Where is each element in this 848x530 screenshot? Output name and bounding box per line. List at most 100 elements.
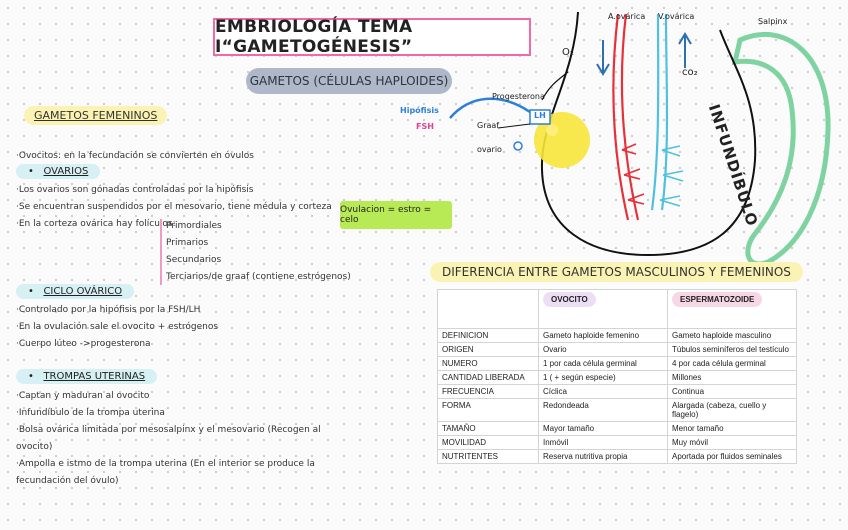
heading-ciclo-label: CICLO OVÁRICO — [43, 286, 123, 297]
espermatozoide-header: ESPERMATOZOIDE — [672, 292, 763, 307]
vein-line — [650, 13, 660, 211]
label-vena-ovarica: V.ovárica — [658, 12, 695, 21]
heading-ovarios: • OVARIOS — [16, 164, 101, 179]
label-co2: co₂ — [682, 67, 698, 78]
heading-ovarios-label: OVARIOS — [43, 166, 89, 177]
note-ovarios-2: ·Se encuentran suspendidos por el mesova… — [16, 202, 332, 212]
bullet-icon: • — [28, 371, 44, 382]
vein-line — [660, 13, 669, 211]
heading-gametos-femeninos: GAMETOS FEMENINOS — [24, 106, 168, 125]
table-cell: Mayor tamaño — [538, 421, 668, 436]
ovocito-header: OVOCITO — [543, 292, 596, 307]
table-cell: DEFINICION — [437, 328, 539, 343]
table-cell: ORIGEN — [437, 342, 539, 357]
bullet-icon: • — [28, 166, 44, 177]
note-trompas-3: ·Bolsa ovárica limitada por mesosalpinx … — [16, 425, 321, 435]
page-title: EMBRIOLOGÍA TEMA I“GAMETOGÉNESIS” — [213, 17, 531, 57]
subtitle-pill: GAMETOS (CÉLULAS HAPLOIDES) — [246, 68, 452, 94]
table-cell: Gameto haploide masculino — [667, 328, 797, 343]
table-cell: Túbulos seminíferos del testículo — [667, 342, 797, 357]
table-header-cell: OVOCITO — [538, 289, 668, 329]
table-cell: FRECUENCIA — [437, 384, 539, 399]
table-header-cell: ESPERMATOZOIDE — [667, 289, 797, 329]
heading-ciclo-ovarico: • CICLO OVÁRICO — [16, 284, 135, 299]
table-cell: Ovario — [538, 342, 668, 357]
arrow-down-icon — [596, 40, 610, 76]
table-cell: NUTRITENTES — [437, 449, 539, 464]
table-cell: Aportada por fluidos seminales — [667, 449, 797, 464]
note-trompas-1: ·Captan y maduran al ovocito — [16, 391, 150, 401]
artery-line — [612, 13, 630, 221]
table-header-cell — [437, 289, 539, 329]
label-ovario: ovario — [477, 145, 502, 154]
note-ciclo-2: ·En la ovulación sale el ovocito + estró… — [16, 322, 219, 332]
table-heading: DIFERENCIA ENTRE GAMETOS MASCULINOS Y FE… — [430, 262, 803, 282]
heading-trompas: • TROMPAS UTERINAS — [16, 369, 158, 384]
note-ovocitos: ·Ovocitos: en la fecundación se conviert… — [16, 151, 254, 161]
note-ciclo-1: ·Controlado por la hipófisis por la FSH/… — [16, 305, 201, 315]
foliculo-item: Terciarios/de graaf (contiene estrógenos… — [166, 272, 351, 282]
label-fsh: FSH — [416, 122, 434, 131]
lh-box — [529, 109, 551, 125]
table-cell: Inmóvil — [538, 435, 668, 450]
table-cell: Gameto haploide femenino — [538, 328, 668, 343]
bullet-icon: • — [28, 286, 44, 297]
ovary-diagram — [449, 11, 831, 267]
infundibulum-shape — [731, 32, 831, 267]
bracket-divider — [160, 219, 162, 285]
artery-branches — [621, 143, 645, 205]
follicle-oocyte — [546, 124, 558, 136]
table-cell: MOVILIDAD — [437, 435, 539, 450]
foliculo-item: Primordiales — [166, 221, 222, 231]
table-cell: Redondeada — [538, 398, 668, 422]
progesterona-line — [541, 71, 569, 101]
table-cell: 1 por cada célula germinal — [538, 356, 668, 371]
label-hipofisis: Hipófisis — [400, 106, 439, 115]
vein-branches — [659, 145, 684, 207]
table-cell: NUMERO — [437, 356, 539, 371]
table-cell: Muy móvil — [667, 435, 797, 450]
table-header-row: OVOCITO ESPERMATOZOIDE — [437, 289, 797, 329]
table-cell: Cíclica — [538, 384, 668, 399]
table-cell: Millones — [667, 370, 797, 385]
ovulation-note: Ovulacion = estro = celo — [340, 201, 452, 229]
note-trompas-4: ovocito) — [16, 442, 53, 452]
table-cell: CANTIDAD LIBERADA — [437, 370, 539, 385]
table-cell: Reserva nutritiva propia — [538, 449, 668, 464]
note-trompas-6: fecundación del óvulo) — [16, 476, 119, 486]
label-salpinx: Salpinx — [758, 17, 788, 26]
graaf-line — [497, 123, 531, 129]
foliculo-item: Primarios — [166, 238, 209, 248]
note-trompas-5: ·Ampolla e istmo de la trompa uterina (E… — [16, 459, 315, 469]
ovario-circle — [513, 141, 523, 151]
artery-line — [620, 13, 640, 221]
label-lh: LH — [534, 111, 546, 120]
table-cell: Menor tamaño — [667, 421, 797, 436]
table-cell: TAMAÑO — [437, 421, 539, 436]
table-cell: Alargada (cabeza, cuello y flagelo) — [667, 398, 797, 422]
label-progesterona: Progesterona — [492, 92, 545, 101]
table-cell: 1 ( + según especie) — [538, 370, 668, 385]
heading-trompas-label: TROMPAS UTERINAS — [43, 371, 146, 382]
table-cell: FORMA — [437, 398, 539, 422]
label-arteria-ovarica: A.ovárica — [608, 12, 646, 21]
note-ovarios-3: ·En la corteza ovárica hay folículos: — [16, 219, 176, 229]
arrow-up-icon — [678, 32, 692, 68]
note-ciclo-3: ·Cuerpo lúteo ->progesterona — [16, 339, 151, 349]
label-graaf: Graaf — [477, 121, 500, 130]
foliculo-item: Secundarios — [166, 255, 222, 265]
table-cell: 4 por cada célula germinal — [667, 356, 797, 371]
table-cell: Continua — [667, 384, 797, 399]
note-ovarios-1: ·Los ovarios son gónadas controladas por… — [16, 185, 254, 195]
label-o2: O₂ — [562, 47, 574, 58]
